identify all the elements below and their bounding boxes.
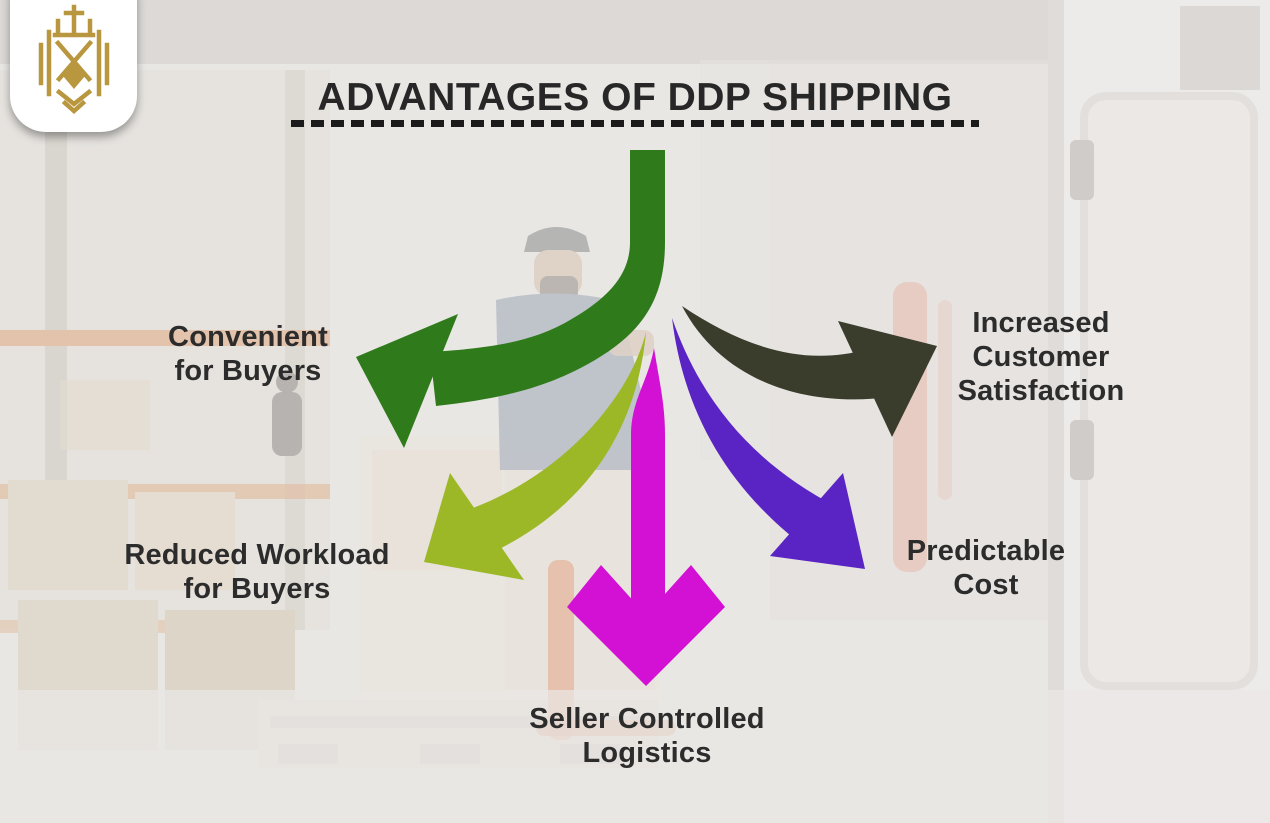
page-title: ADVANTAGES OF DDP SHIPPING xyxy=(317,76,953,119)
arrow-band xyxy=(459,332,646,555)
label-line: Seller Controlled xyxy=(529,703,765,735)
label-line: Reduced Workload xyxy=(124,539,390,571)
arrow-band xyxy=(631,348,665,615)
advantage-label-increased-customer-satisfaction: Increased Customer Satisfaction xyxy=(900,306,1182,408)
curved-arrow-down-left-icon xyxy=(424,332,646,580)
label-line: for Buyers xyxy=(174,355,322,387)
logo-badge xyxy=(10,0,137,132)
label-line: Convenient xyxy=(168,321,328,353)
advantage-label-convenient: Convenient for Buyers xyxy=(108,320,388,388)
arrow-head xyxy=(356,314,458,448)
advantage-label-predictable-cost: Predictable Cost xyxy=(866,534,1106,602)
label-line: Increased xyxy=(972,307,1110,339)
arrow-head xyxy=(424,473,524,580)
arrow-band xyxy=(672,318,835,544)
arrow-band xyxy=(430,150,665,406)
arrow-head xyxy=(770,473,865,569)
label-line: Predictable xyxy=(906,535,1066,567)
advantage-label-reduced-workload: Reduced Workload for Buyers xyxy=(82,538,432,606)
label-line: for Buyers xyxy=(183,573,331,605)
curved-arrow-down-right-icon xyxy=(672,318,865,569)
label-line: Logistics xyxy=(582,737,712,769)
label-line: Satisfaction xyxy=(957,375,1125,407)
arrow-head xyxy=(838,321,937,437)
label-line: Cost xyxy=(953,569,1019,601)
curved-arrow-up-left-icon xyxy=(356,150,665,448)
arrow-band xyxy=(682,306,890,400)
curved-arrow-up-right-icon xyxy=(682,306,937,437)
advantage-label-seller-controlled-logistics: Seller Controlled Logistics xyxy=(492,702,802,770)
title-dashed-underline xyxy=(291,120,979,127)
straight-arrow-down-icon xyxy=(567,348,725,686)
gold-crest-icon xyxy=(38,4,109,115)
label-line: Customer xyxy=(972,341,1110,373)
arrow-head xyxy=(567,565,725,686)
